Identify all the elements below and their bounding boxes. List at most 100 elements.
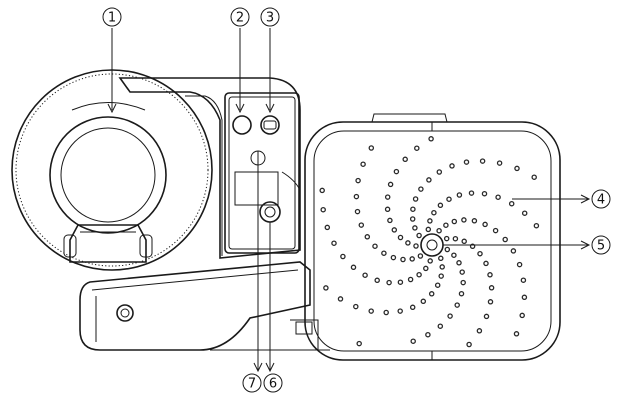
speaker-hole <box>416 271 422 278</box>
speaker-hole <box>397 308 403 314</box>
speaker-hole <box>331 240 337 246</box>
speaker-hole <box>451 218 458 225</box>
speaker-hole <box>521 294 528 301</box>
speaker-hole <box>353 303 359 310</box>
speaker-hole <box>323 285 329 291</box>
speaker-hole <box>508 200 515 207</box>
speaker-hole <box>402 156 408 163</box>
speaker-hole <box>437 202 444 209</box>
speaker-hole <box>409 256 415 262</box>
speaker-hole <box>434 282 441 288</box>
speaker-hole <box>456 192 463 198</box>
speaker-hole <box>431 209 437 216</box>
speaker-hole <box>449 163 455 169</box>
speaker-hole <box>451 252 457 258</box>
speaker-hole <box>410 206 416 212</box>
speaker-hole <box>436 169 443 175</box>
speaker-hole <box>319 187 325 194</box>
speaker-hole <box>438 273 444 279</box>
speaker-hole <box>381 250 387 256</box>
speaker-hole <box>459 269 465 275</box>
callout-label-7: 7 <box>248 377 256 392</box>
speaker-hole <box>520 277 527 283</box>
speaker-hole <box>487 299 494 305</box>
indicator-led-2 <box>232 115 252 135</box>
speaker-hole <box>516 261 523 268</box>
speaker-hole <box>405 240 411 246</box>
speaker-hole <box>427 258 433 264</box>
speaker-hole <box>469 243 476 250</box>
speaker-hole <box>356 340 362 347</box>
callout-label-2: 2 <box>236 11 244 26</box>
speaker-hole <box>466 341 472 348</box>
speaker-hole <box>355 177 361 184</box>
speaker-hole <box>391 227 398 233</box>
speaker-hole <box>476 328 483 334</box>
callout-7: 7 <box>242 373 262 393</box>
control-panel <box>224 92 301 254</box>
callout-1: 1 <box>102 7 122 27</box>
speaker-hole <box>461 217 467 223</box>
speaker-hole <box>383 309 389 316</box>
speaker-hole <box>320 206 326 213</box>
speaker-hole <box>521 210 528 216</box>
speaker-hole <box>482 221 488 228</box>
speaker-hole <box>428 291 435 297</box>
speaker-hole <box>454 302 460 308</box>
speaker-hole <box>461 238 467 245</box>
callout-4: 4 <box>591 189 611 209</box>
speaker-hole <box>354 208 361 215</box>
speaker-hole <box>414 145 420 151</box>
speaker-hole <box>533 222 540 229</box>
speaker-hole <box>410 338 416 344</box>
speaker-hole <box>458 290 465 297</box>
speaker-hole <box>353 193 360 200</box>
speaker-hole <box>463 159 470 165</box>
callout-5: 5 <box>591 235 611 255</box>
speaker-hole <box>513 331 520 337</box>
speaker-hole <box>437 323 444 329</box>
callout-label-1: 1 <box>108 11 116 26</box>
speaker-plate <box>304 113 561 361</box>
speaker-hole <box>417 253 424 259</box>
speaker-hole <box>409 216 416 222</box>
speaker-hole <box>446 196 452 202</box>
speaker-hole <box>427 218 433 224</box>
speaker-hole <box>444 246 451 253</box>
speaker-hole <box>413 243 419 249</box>
callout-2: 2 <box>230 7 250 27</box>
callout-lines <box>107 28 591 373</box>
callout-6: 6 <box>263 373 283 393</box>
speaker-hole <box>384 206 391 213</box>
speaker-hole <box>468 190 475 196</box>
speaker-hole <box>390 254 397 261</box>
speaker-hole <box>350 264 357 271</box>
speaker-hole <box>409 304 416 311</box>
speaker-hole <box>374 277 380 284</box>
speaker-hole <box>423 265 429 272</box>
speaker-hole <box>483 260 489 267</box>
speaker-hole <box>324 224 331 231</box>
speaker-hole <box>514 165 520 172</box>
speaker-hole <box>479 158 486 164</box>
speaker-hole <box>400 256 406 263</box>
speaker-hole <box>418 186 424 192</box>
speaker-hole <box>438 255 444 262</box>
speaker-hole <box>337 296 344 302</box>
speaker-hole <box>443 235 450 242</box>
base-screw <box>116 304 134 322</box>
paper-roll <box>11 69 213 271</box>
speaker-hole <box>407 276 414 283</box>
speaker-hole <box>364 234 371 240</box>
speaker-hole <box>420 298 427 305</box>
speaker-holes <box>319 136 540 348</box>
speaker-hole <box>456 260 462 266</box>
speaker-hole <box>425 331 431 338</box>
speaker-hole <box>387 217 393 224</box>
speaker-hole <box>384 194 391 200</box>
speaker-hole <box>387 181 394 188</box>
speaker-hole <box>360 161 366 167</box>
speaker-hole <box>510 248 517 254</box>
speaker-hole <box>481 190 488 197</box>
